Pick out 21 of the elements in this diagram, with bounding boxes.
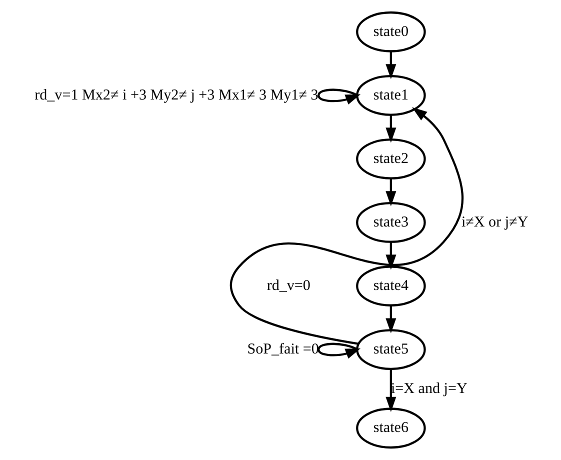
node-ellipse: state1 bbox=[356, 74, 426, 116]
node-ellipse: state6 bbox=[356, 408, 426, 449]
arrow bbox=[317, 342, 360, 359]
node-label: rd_v=0 bbox=[266, 278, 310, 294]
arrow bbox=[230, 107, 463, 345]
arrow bbox=[385, 305, 396, 334]
arrow bbox=[385, 369, 396, 412]
arrow bbox=[317, 88, 360, 105]
node-ellipse: state3 bbox=[356, 202, 426, 243]
arrow bbox=[385, 242, 396, 270]
node-ellipse: state5 bbox=[356, 329, 426, 370]
edge-label: rd_v=1 Mx2≠ i +3 My2≠ j +3 Mx1≠ 3 My1≠ 3 bbox=[34, 87, 318, 104]
edge-label: i≠X or j≠Y bbox=[460, 214, 528, 230]
node-ellipse: state4 bbox=[356, 266, 426, 306]
edge-label: SoP_fait =0 bbox=[246, 342, 318, 358]
arrow bbox=[385, 178, 396, 206]
arrow bbox=[385, 51, 396, 80]
arrow bbox=[385, 114, 396, 143]
node-ellipse: state0 bbox=[356, 11, 426, 52]
node-ellipse: state2 bbox=[356, 138, 426, 180]
edge-label: i=X and j=Y bbox=[390, 380, 467, 397]
